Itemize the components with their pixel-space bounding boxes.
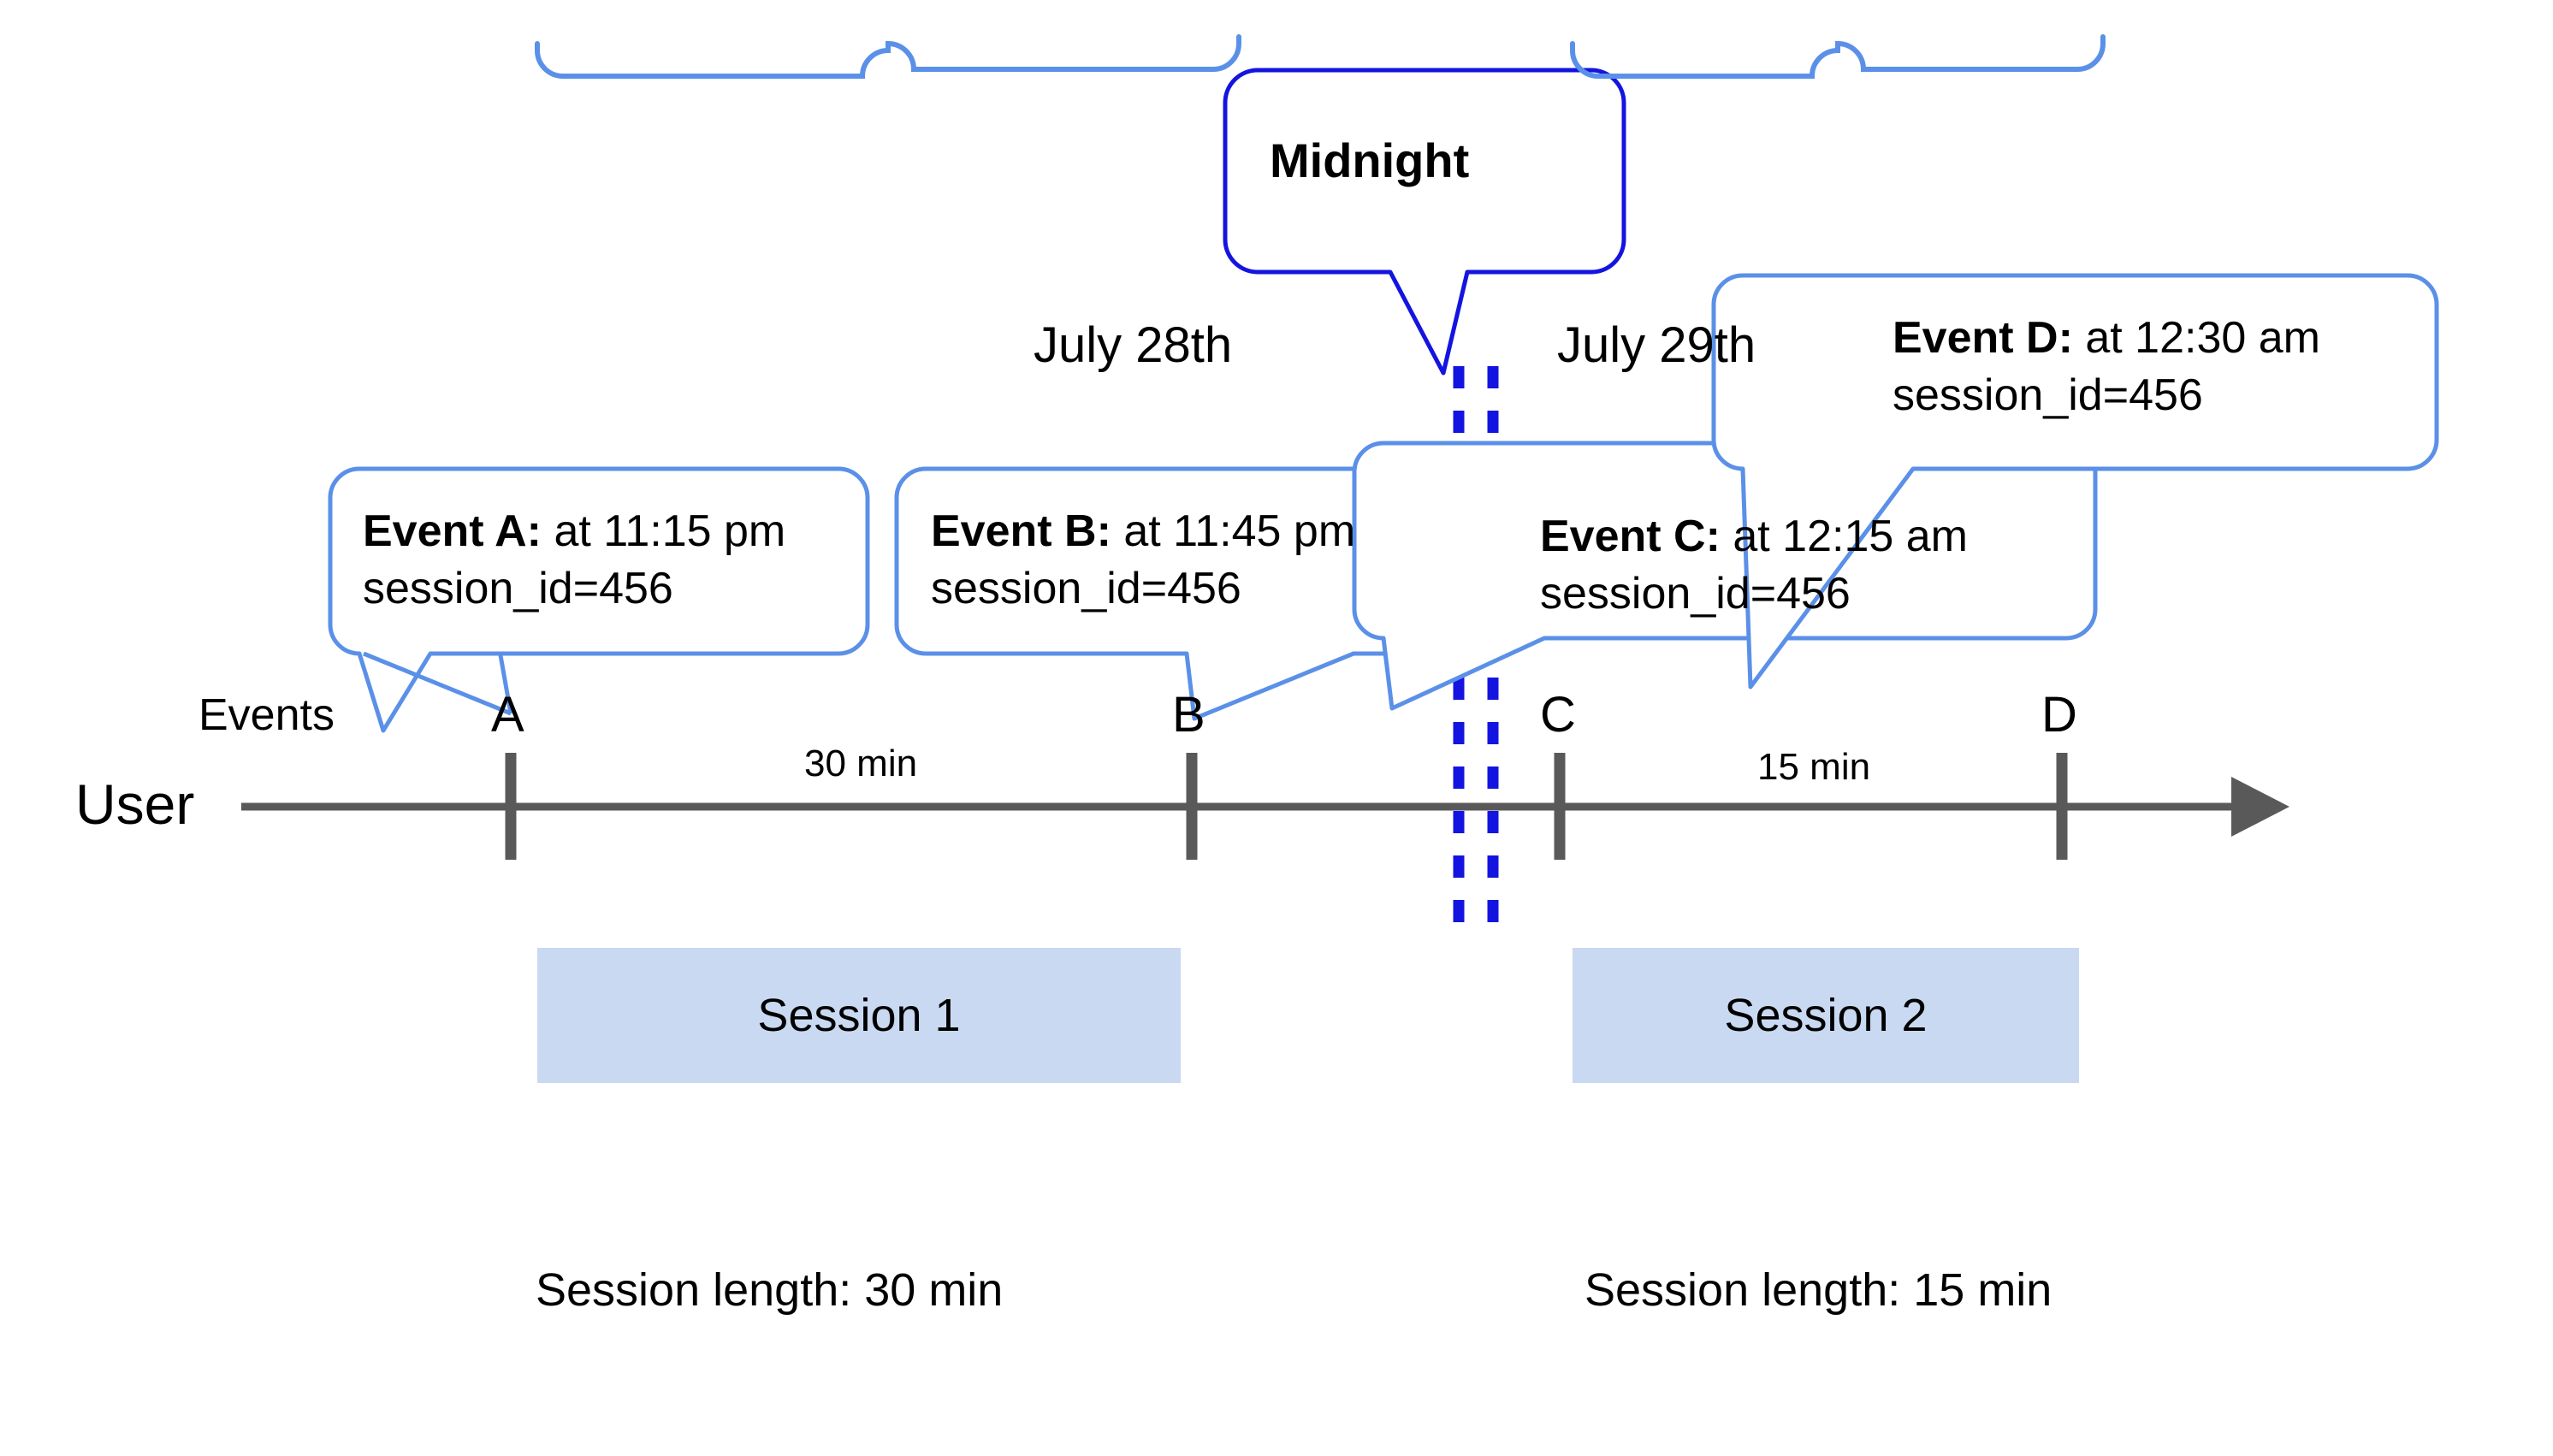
session-2-brace xyxy=(1570,34,2106,79)
timeline-ticks xyxy=(505,753,2068,860)
event-a-line2: session_id=456 xyxy=(363,563,673,613)
session-1-length-label: Session length: 30 min xyxy=(536,1264,1004,1316)
session-1-bar: Session 1 xyxy=(537,948,1181,1083)
timeline-arrowhead xyxy=(2231,777,2289,837)
event-c-callout-text: Event C: at 12:15 am session_id=456 xyxy=(1540,508,1968,622)
event-c-line2: session_id=456 xyxy=(1540,568,1851,619)
event-a-callout-shape xyxy=(328,466,870,733)
midnight-callout-shape xyxy=(1223,68,1626,376)
event-a-bold: Event A: xyxy=(363,506,542,556)
event-b-rest: at 11:45 pm xyxy=(1111,506,1356,556)
timeline-axis xyxy=(241,777,2289,837)
tick-label-c: C xyxy=(1540,687,1576,743)
event-d-line2: session_id=456 xyxy=(1893,370,2203,420)
tick-label-a: A xyxy=(491,687,524,743)
event-a-callout-text: Event A: at 11:15 pm session_id=456 xyxy=(363,503,785,617)
gap-label-30-min: 30 min xyxy=(804,743,918,784)
session-1-bar-label: Session 1 xyxy=(757,990,961,1041)
event-a-rest: at 11:15 pm xyxy=(542,506,786,556)
event-b-callout-text: Event B: at 11:45 pm session_id=456 xyxy=(931,503,1355,617)
tick-label-d: D xyxy=(2041,687,2077,743)
gap-label-15-min: 15 min xyxy=(1757,746,1871,788)
session-2-bar: Session 2 xyxy=(1573,948,2079,1083)
event-d-callout-shape xyxy=(1711,273,2439,690)
session-1-brace xyxy=(535,34,1241,79)
event-c-bold: Event C: xyxy=(1540,512,1721,561)
event-c-rest: at 12:15 am xyxy=(1720,512,1968,561)
midnight-callout-label: Midnight xyxy=(1270,133,1470,187)
row-label-user: User xyxy=(75,772,195,836)
event-d-rest: at 12:30 am xyxy=(2072,313,2320,363)
date-label-july-28: July 28th xyxy=(1034,317,1233,373)
event-d-bold: Event D: xyxy=(1893,313,2073,363)
event-b-line2: session_id=456 xyxy=(931,563,1241,613)
event-d-callout-text: Event D: at 12:30 am session_id=456 xyxy=(1893,310,2320,423)
session-2-bar-label: Session 2 xyxy=(1724,990,1928,1041)
tick-label-b: B xyxy=(1172,687,1205,743)
session-2-length-label: Session length: 15 min xyxy=(1585,1264,2052,1316)
event-b-bold: Event B: xyxy=(931,506,1111,556)
row-label-events: Events xyxy=(198,690,335,740)
date-label-july-29: July 29th xyxy=(1557,317,1756,373)
